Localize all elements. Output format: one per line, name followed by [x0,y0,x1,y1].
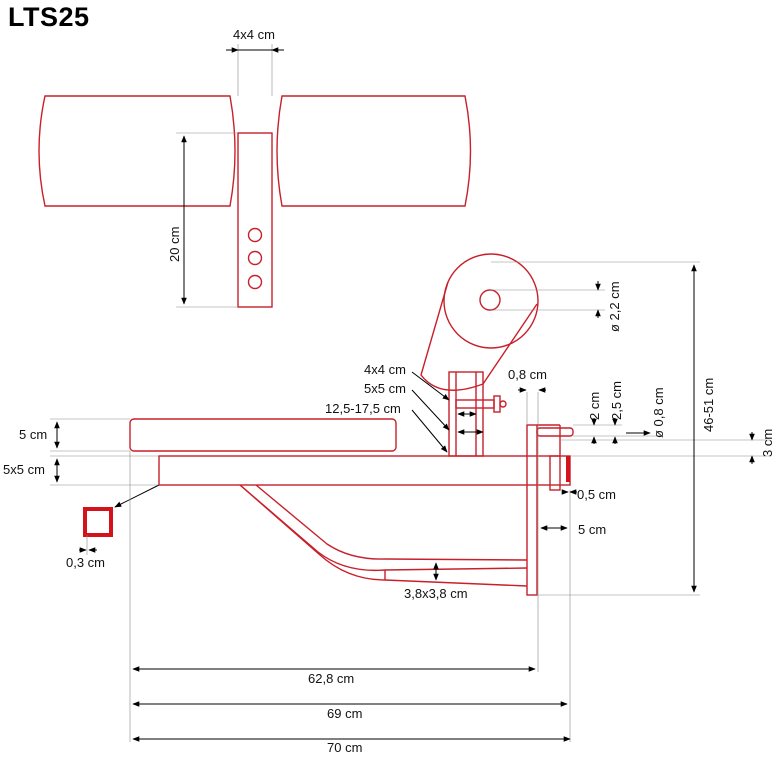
dim-label-pin: ø 0,8 cm [651,387,666,438]
adjust-hole-2 [247,250,263,266]
top-view: 4x4 cm 20 cm [38,27,472,308]
dim-label-20cm: 20 cm [167,227,182,262]
dim-label-2cm: 2 cm [587,392,602,420]
dim-label-top-bar: 4x4 cm [233,27,275,42]
vertical-post-top-view [237,132,273,308]
dim-label-wall: 0,3 cm [66,555,105,570]
vertical-post [448,371,484,457]
right-foam-roller [276,95,472,207]
dim-label-gap: 0,8 cm [508,367,547,382]
dim-label-brace: 3,8x3,8 cm [404,586,468,601]
roller-end-face [443,253,539,349]
roller-body [420,281,538,391]
adjust-hole-3 [247,274,263,290]
diagonal-brace [239,484,528,572]
dim-label-total-height: 46-51 cm [701,378,716,432]
locking-pin [536,427,574,437]
end-cap-bracket [549,455,561,491]
left-foam-roller [38,95,236,207]
seat-pad [129,418,397,452]
side-dimensions: 62,8 cm 69 cm 70 cm 5 cm 5x5 cm 0,3 cm 3… [3,261,775,755]
dim-label-69: 69 cm [327,706,362,721]
dim-label-post-4x4: 4x4 cm [364,362,406,377]
dim-label-pad: 5 cm [19,427,47,442]
dim-label-628: 62,8 cm [308,671,354,686]
adjust-knob-shaft [455,399,495,409]
drawing-title: LTS25 [8,2,90,32]
dim-label-plate-depth: 5 cm [578,522,606,537]
dim-label-3cm: 3 cm [760,429,775,457]
main-frame-tube [158,455,571,486]
dim-label-pad-diameter: ø 2,2 cm [607,281,622,332]
dim-label-70: 70 cm [327,740,362,755]
roller-axle-hole [479,289,501,311]
dim-label-plate-thickness: 0,5 cm [577,487,616,502]
adjust-hole-1 [247,227,263,243]
dim-label-adjust: 12,5-17,5 cm [325,401,401,416]
end-plate [526,424,538,596]
dim-label-post-5x5: 5x5 cm [364,381,406,396]
dim-label-25cm: 2,5 cm [609,381,624,420]
side-view [83,253,574,596]
tube-section-square [83,507,113,537]
dim-label-frame: 5x5 cm [3,462,45,477]
adjust-knob-head [493,395,501,413]
